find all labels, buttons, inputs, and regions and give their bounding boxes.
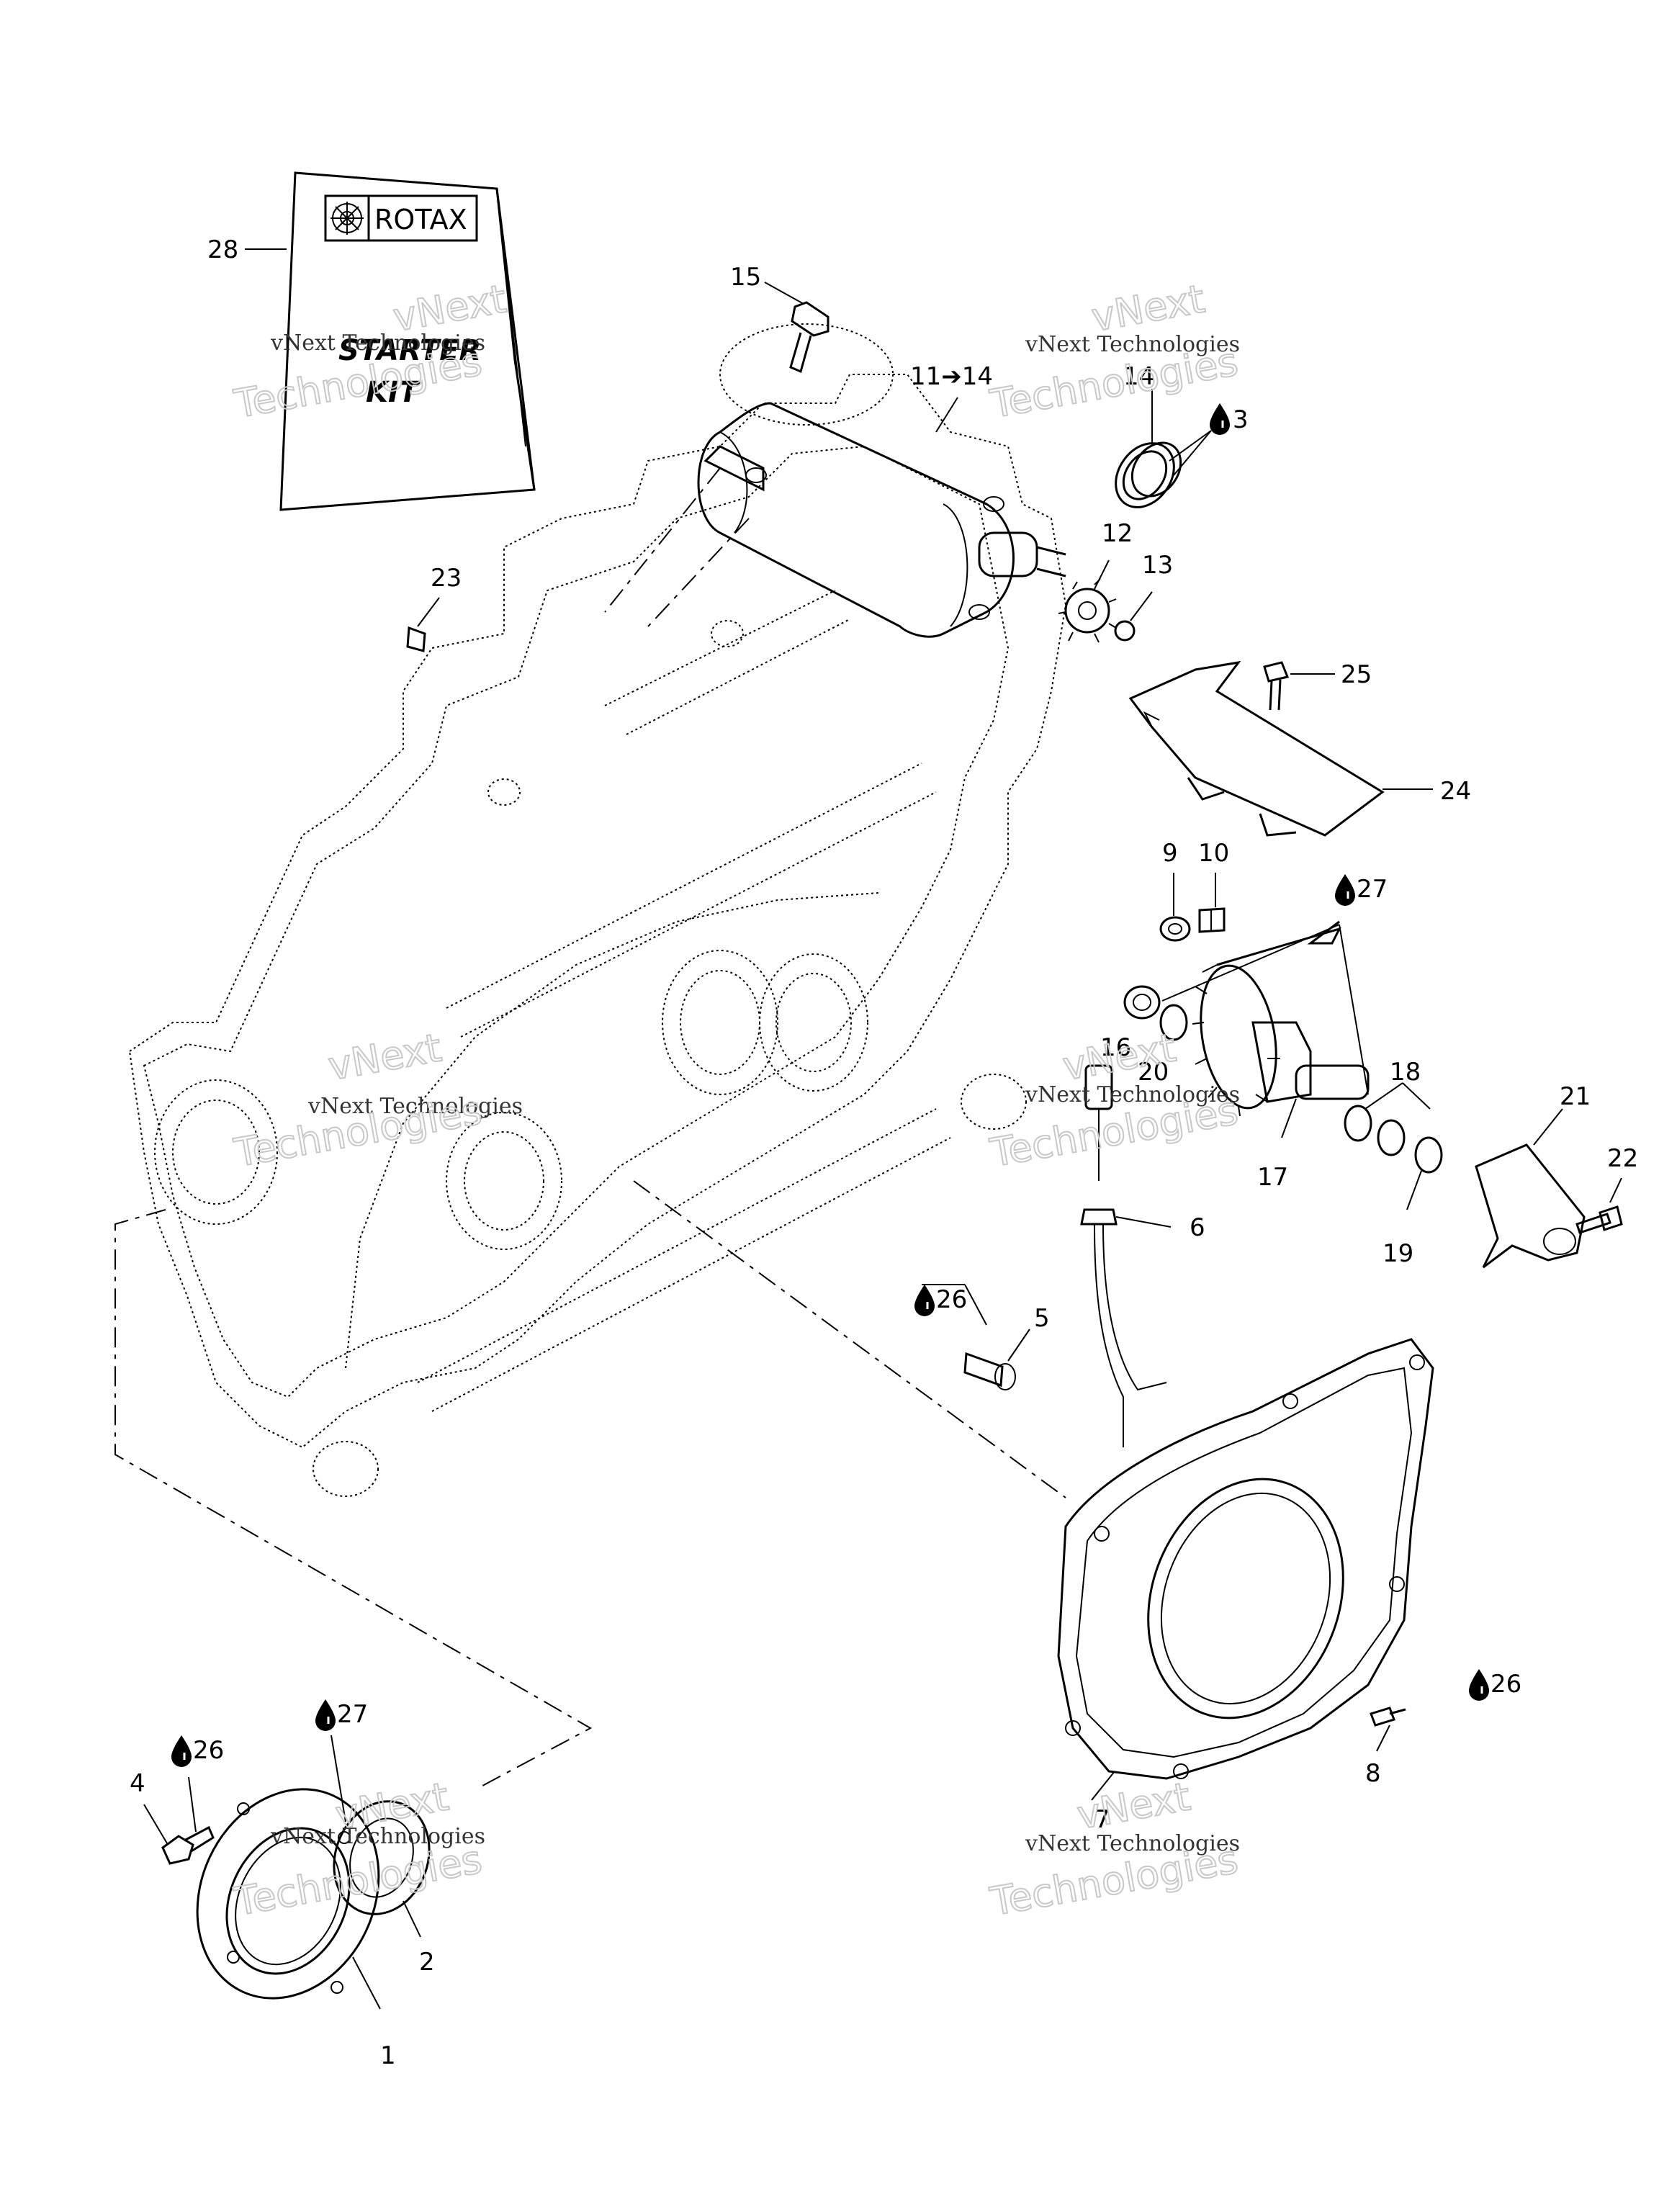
- callout-16: 16: [1100, 1033, 1131, 1062]
- svg-text:vNext Technologies: vNext Technologies: [307, 1094, 523, 1119]
- bolt-4: [143, 1776, 215, 1865]
- callout-7: 7: [1094, 1805, 1110, 1834]
- svg-text:vNext: vNext: [325, 1025, 444, 1089]
- seal-ring-2: [331, 1735, 431, 1938]
- svg-text:vNext: vNext: [1088, 276, 1208, 340]
- watermark: vNext Technologies vNext Technologies vN…: [230, 275, 1242, 1925]
- bolt-10: [1198, 873, 1226, 933]
- callout-6: 6: [1190, 1213, 1205, 1242]
- pinion-gear: [1058, 559, 1117, 643]
- callout-19: 19: [1382, 1239, 1413, 1268]
- callout-20: 20: [1138, 1058, 1169, 1087]
- starter-cover-24: [1128, 660, 1433, 837]
- drop-icon: [315, 1699, 336, 1731]
- callout-22: 22: [1607, 1144, 1638, 1173]
- drop-icon: [914, 1285, 935, 1316]
- callout-26-bolt-5: 26: [936, 1285, 967, 1314]
- assembly-lines: [114, 467, 1066, 1786]
- svg-text:vNext Technologies: vNext Technologies: [1025, 1082, 1240, 1107]
- callout-26-bolt-4: 26: [193, 1736, 224, 1765]
- speed-sensor-6: [1080, 1064, 1172, 1447]
- callout-8: 8: [1365, 1759, 1381, 1788]
- drop-icon: [1469, 1669, 1489, 1701]
- crankcase-outline: [128, 323, 1067, 1497]
- callout-14: 14: [1123, 362, 1154, 391]
- washer-9: [1159, 873, 1191, 942]
- magneto-cover-7: [1057, 1338, 1434, 1801]
- callout-3: 3: [1233, 405, 1249, 434]
- callout-13: 13: [1142, 551, 1173, 580]
- starter-bolt: [764, 282, 830, 374]
- callout-12: 12: [1102, 519, 1133, 548]
- callout-27-gear: 27: [1357, 875, 1388, 904]
- callout-5: 5: [1034, 1304, 1050, 1333]
- drop-icon: [1335, 874, 1355, 906]
- callout-15: 15: [730, 263, 761, 292]
- screw-8: [1370, 1707, 1406, 1752]
- callout-21: 21: [1560, 1082, 1591, 1111]
- starter-kit-booklet: ROTAX STARTER KIT: [279, 171, 536, 511]
- bolt-22: [1575, 1177, 1623, 1234]
- svg-text:vNext Technologies: vNext Technologies: [270, 331, 485, 356]
- cover-bolt-25: [1263, 661, 1335, 711]
- svg-text:Technologies: Technologies: [230, 1837, 485, 1925]
- callout-25: 25: [1341, 660, 1372, 689]
- svg-text:vNext: vNext: [390, 276, 509, 340]
- svg-text:vNext Technologies: vNext Technologies: [1025, 332, 1240, 357]
- callout-17: 17: [1257, 1163, 1288, 1192]
- circlip: [1114, 591, 1153, 642]
- kit-title-line1: STARTER: [338, 334, 481, 367]
- callout-27-seal: 27: [337, 1700, 368, 1729]
- callout-4: 4: [130, 1769, 145, 1798]
- svg-text:vNext: vNext: [1074, 1773, 1193, 1838]
- callout-10: 10: [1198, 839, 1229, 868]
- callout-11-14: 11➔14: [910, 362, 993, 391]
- callout-26-screw-8: 26: [1491, 1670, 1521, 1699]
- plug-23: [406, 597, 440, 652]
- svg-text:vNext Technologies: vNext Technologies: [270, 1824, 485, 1849]
- bearing-cover-21: [1475, 1108, 1586, 1269]
- o-rings: [1115, 389, 1212, 508]
- callout-2: 2: [419, 1948, 435, 1977]
- rotax-logo-icon: [331, 202, 364, 235]
- seal-plate-1: [196, 1788, 381, 2010]
- starter-motor: [697, 397, 1066, 638]
- callout-23: 23: [431, 564, 462, 593]
- callout-18: 18: [1390, 1058, 1421, 1087]
- svg-text:vNext Technologies: vNext Technologies: [1025, 1831, 1240, 1856]
- shims-18-19: [1344, 1082, 1443, 1210]
- callout-1: 1: [380, 2041, 396, 2070]
- bolt-5: [922, 1284, 1030, 1390]
- callout-28: 28: [207, 235, 238, 264]
- callout-24: 24: [1440, 777, 1471, 806]
- kit-brand-text: ROTAX: [374, 204, 467, 235]
- drop-icon: [171, 1735, 192, 1767]
- callout-9: 9: [1162, 839, 1178, 868]
- drop-icon: [1210, 403, 1230, 435]
- starter-drive-gear: [1123, 920, 1370, 1138]
- kit-title-line2: KIT: [366, 376, 421, 409]
